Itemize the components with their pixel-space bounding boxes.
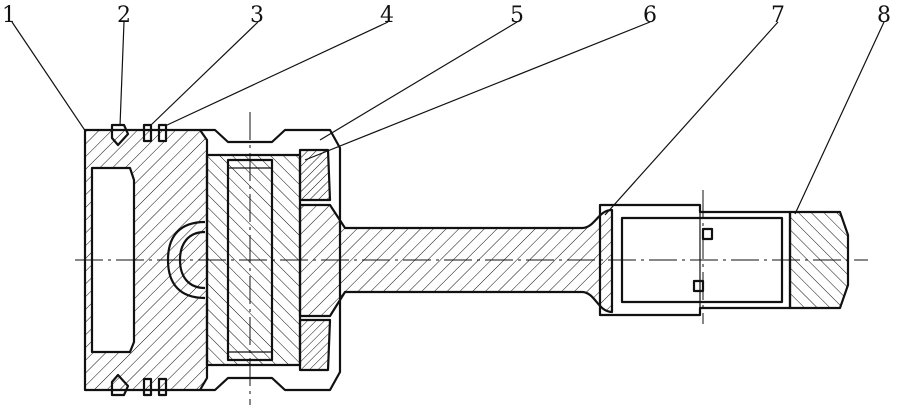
callout-1: 1 — [2, 3, 16, 28]
callout-7: 7 — [771, 3, 785, 28]
callout-2: 2 — [117, 3, 131, 28]
big-end-cap — [788, 210, 850, 310]
pin-boss — [200, 128, 342, 392]
piston-body — [83, 123, 209, 397]
callout-6: 6 — [643, 3, 657, 28]
callout-4: 4 — [380, 3, 394, 28]
piston-pin — [298, 148, 332, 372]
leader-lines — [11, 21, 885, 216]
connecting-rod — [298, 203, 614, 318]
callout-8: 8 — [877, 3, 891, 28]
callout-3: 3 — [250, 3, 264, 28]
callout-5: 5 — [510, 3, 524, 28]
